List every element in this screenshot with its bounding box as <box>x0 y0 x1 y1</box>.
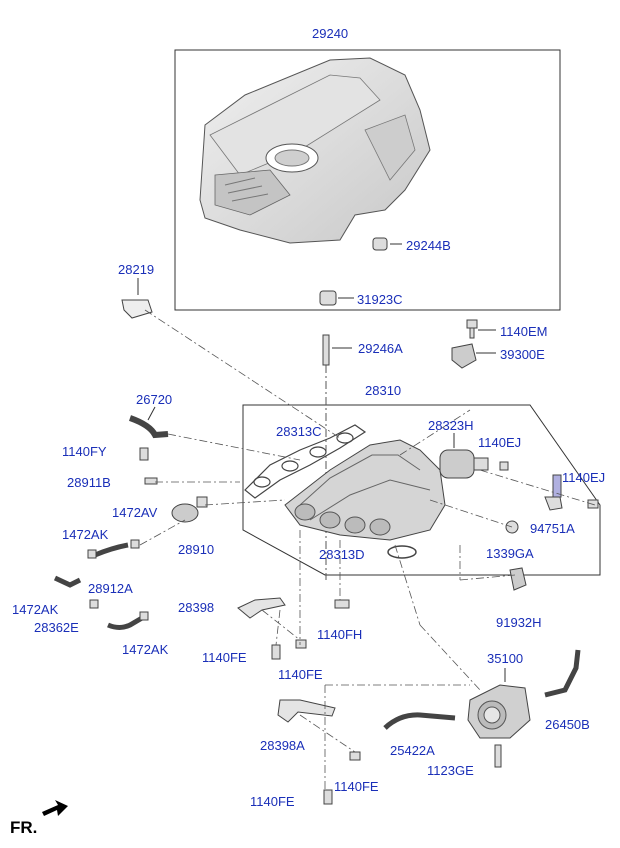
front-direction-label: FR. <box>10 818 38 837</box>
label-1140em[interactable]: 1140EM <box>500 324 548 339</box>
bolt-1140fh <box>334 599 350 609</box>
intake-manifold-frame <box>242 404 601 576</box>
engine-cover-frame <box>174 49 561 311</box>
label-1472ak-c[interactable]: 1472AK <box>122 642 169 657</box>
label-94751a[interactable]: 94751A <box>530 521 575 536</box>
grommet-31923c <box>319 290 337 306</box>
label-1140fh[interactable]: 1140FH <box>317 627 363 642</box>
hose-26720 <box>128 415 169 439</box>
leader-lines <box>139 309 596 790</box>
label-1339ga[interactable]: 1339GA <box>486 546 534 561</box>
label-26450b[interactable]: 26450B <box>545 717 590 732</box>
hose-28912a-lower <box>53 575 82 588</box>
clip-28911b <box>144 477 158 485</box>
label-28910[interactable]: 28910 <box>178 542 215 557</box>
bolt-1140fe-a <box>271 644 281 660</box>
label-28911b[interactable]: 28911B <box>67 475 111 490</box>
bracket-28398 <box>237 597 286 619</box>
engine-cover-part <box>199 57 431 244</box>
bracket-28219 <box>121 299 153 319</box>
bracket-28398a <box>277 699 336 723</box>
label-35100[interactable]: 35100 <box>487 651 524 666</box>
label-29246a[interactable]: 29246A <box>358 341 403 356</box>
bracket-94751a <box>544 474 563 511</box>
bolt-1140fe-c <box>323 789 333 805</box>
label-31923c[interactable]: 31923C <box>357 292 403 307</box>
label-1140fe-a[interactable]: 1140FE <box>202 650 247 665</box>
hose-28362e <box>107 615 144 630</box>
label-28323h[interactable]: 28323H <box>428 418 474 433</box>
label-28219[interactable]: 28219 <box>118 262 155 277</box>
label-29244b[interactable]: 29244B <box>406 238 451 253</box>
throttle-body-35100 <box>467 684 531 739</box>
label-28310[interactable]: 28310 <box>365 383 402 398</box>
bolt-1140fe-d <box>349 751 361 761</box>
actuator-28323h <box>439 449 489 479</box>
bolt-1140fy <box>139 447 149 461</box>
label-28912a[interactable]: 28912A <box>88 581 133 596</box>
label-28398[interactable]: 28398 <box>178 600 215 615</box>
label-1140fe-b[interactable]: 1140FE <box>278 667 323 682</box>
bolt-1140ej-a <box>499 461 509 471</box>
clamp-1472av <box>130 539 140 549</box>
gasket-28313c <box>244 424 367 499</box>
sensor-39300e <box>451 343 477 369</box>
label-1472ak-a[interactable]: 1472AK <box>62 527 109 542</box>
label-91932h[interactable]: 91932H <box>496 615 542 630</box>
label-1140ej-b[interactable]: 1140EJ <box>562 470 606 485</box>
label-29240[interactable]: 29240 <box>312 26 349 41</box>
label-1140fe-d[interactable]: 1140FE <box>334 779 379 794</box>
label-1472av[interactable]: 1472AV <box>112 505 158 520</box>
clamp-1472ak-b <box>89 599 99 609</box>
bolt-1140fe-b <box>295 639 307 649</box>
label-28313d[interactable]: 28313D <box>319 547 365 562</box>
label-39300e[interactable]: 39300E <box>500 347 545 362</box>
label-1140ej-a[interactable]: 1140EJ <box>478 435 522 450</box>
label-1472ak-b[interactable]: 1472AK <box>12 602 59 617</box>
stud-29246a <box>322 334 352 366</box>
label-25422a[interactable]: 25422A <box>390 743 435 758</box>
label-1140fe-c[interactable]: 1140FE <box>250 794 295 809</box>
grommet-29244b <box>372 237 388 251</box>
clamp-1472ak-a <box>87 549 97 559</box>
label-1140fy[interactable]: 1140FY <box>62 444 107 459</box>
valve-28910 <box>171 496 208 523</box>
hose-28912a <box>94 542 129 558</box>
connector-91932h <box>509 567 527 591</box>
hose-26450b <box>544 649 581 698</box>
front-arrow <box>42 800 68 816</box>
label-28362e[interactable]: 28362E <box>34 620 79 635</box>
label-28313c[interactable]: 28313C <box>276 424 322 439</box>
label-28398a[interactable]: 28398A <box>260 738 305 753</box>
bolt-1140em <box>466 319 478 339</box>
label-26720[interactable]: 26720 <box>136 392 173 407</box>
bolt-1123ge <box>494 744 502 768</box>
hose-25422a <box>383 712 456 730</box>
intake-manifold-part <box>284 439 446 541</box>
label-1123ge[interactable]: 1123GE <box>427 763 474 778</box>
gasket-28313d <box>387 545 417 559</box>
clamp-1472ak-c <box>139 611 149 621</box>
